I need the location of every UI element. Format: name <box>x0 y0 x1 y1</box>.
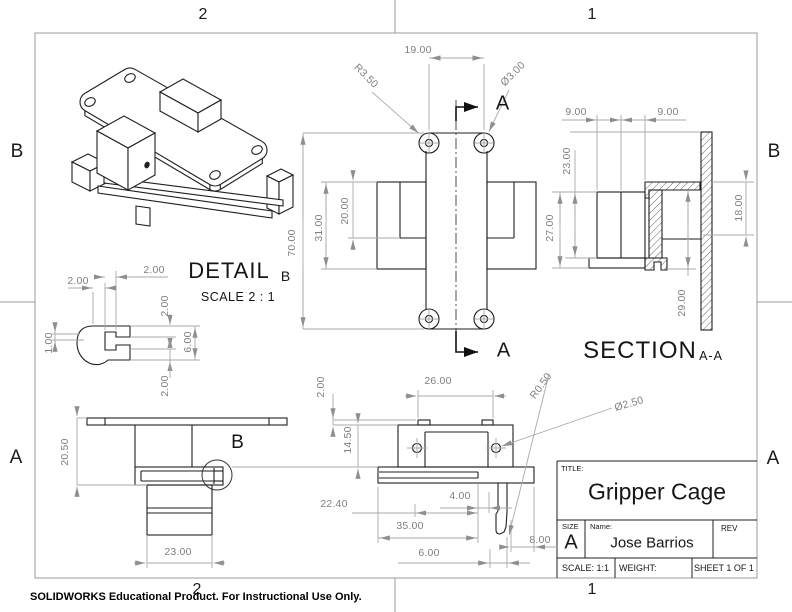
dim-2: 2.00 <box>315 376 327 398</box>
weight-text: WEIGHT: <box>619 563 657 573</box>
dim-6: 6.00 <box>182 331 194 353</box>
dim-2-upper: 2.00 <box>159 295 171 317</box>
size-label: SIZE <box>562 522 579 531</box>
size-value: A <box>564 531 578 554</box>
dim-35: 35.00 <box>396 520 424 532</box>
dim-18: 18.00 <box>733 194 745 222</box>
zone-bottom-2: 2 <box>192 581 202 598</box>
dim-23-00: 23.00 <box>164 546 192 558</box>
zone-right-a: A <box>766 448 780 469</box>
section-view <box>552 115 754 331</box>
zone-top-2: 2 <box>198 6 208 23</box>
detail-view-scale: SCALE 2 : 1 <box>200 290 276 304</box>
dim-19: 19.00 <box>404 44 432 56</box>
dim-9-left: 9.00 <box>565 106 587 118</box>
title-block-lines <box>556 460 757 578</box>
dim-14-50: 14.50 <box>342 426 354 454</box>
zone-top-1: 1 <box>587 6 597 23</box>
dim-22-40: 22.40 <box>320 498 348 510</box>
name-value: Jose Barrios <box>610 534 694 552</box>
sheet-text: SHEET 1 OF 1 <box>694 563 754 573</box>
dim-2-left: 2.00 <box>67 275 89 287</box>
front-view <box>300 55 537 357</box>
dim-4: 4.00 <box>449 490 471 502</box>
detail-view <box>52 271 200 378</box>
part-title: Gripper Cage <box>587 478 727 505</box>
section-view-title: SECTION <box>583 337 697 364</box>
dim-2-lower: 2.00 <box>159 375 171 397</box>
dim-1: 1.00 <box>43 332 55 354</box>
zone-right-b: B <box>767 141 781 162</box>
dim-23: 23.00 <box>561 147 573 175</box>
detail-circle-label: B <box>231 432 245 453</box>
section-view-dimension-lines <box>552 115 754 276</box>
section-view-letters: A-A <box>699 349 723 363</box>
zone-left-b: B <box>10 141 24 162</box>
section-arrow-top <box>455 102 478 121</box>
dim-20: 20.00 <box>339 197 351 225</box>
front-view-dimension-lines <box>300 55 510 330</box>
iso-hole-dot <box>144 161 150 169</box>
dim-70: 70.00 <box>286 229 298 257</box>
bottom-view <box>330 373 613 568</box>
zone-bottom-1: 1 <box>587 581 597 598</box>
dim-6-00: 6.00 <box>418 547 440 559</box>
zone-left-a: A <box>9 447 23 468</box>
dim-29: 29.00 <box>676 289 688 317</box>
rev-label: REV <box>721 524 738 533</box>
side-view-dimension-lines <box>74 406 352 568</box>
side-view <box>74 406 352 568</box>
dim-26: 26.00 <box>424 375 452 387</box>
section-arrow-bottom <box>455 331 478 357</box>
scale-text: SCALE: 1:1 <box>562 563 610 573</box>
dim-31: 31.00 <box>313 214 325 242</box>
detail-view-letter: B <box>280 268 292 284</box>
detail-view-title: DETAIL <box>188 258 270 283</box>
dim-20-50: 20.50 <box>59 438 71 466</box>
bottom-view-dimension-lines <box>330 373 613 568</box>
isometric-view <box>70 67 295 227</box>
detail-circle <box>201 459 233 491</box>
section-arrow-label-top: A <box>495 92 511 115</box>
solidworks-footer: SOLIDWORKS Educational Product. For Inst… <box>30 591 362 603</box>
dim-8: 8.00 <box>529 534 551 546</box>
name-label: Name: <box>590 522 613 531</box>
title-label: TITLE: <box>561 464 584 473</box>
dim-27: 27.00 <box>544 214 556 242</box>
detail-view-dimension-lines <box>52 271 200 378</box>
dim-2-top: 2.00 <box>143 264 165 276</box>
dim-9-right: 9.00 <box>657 106 679 118</box>
section-arrow-label-bottom: A <box>496 339 512 362</box>
